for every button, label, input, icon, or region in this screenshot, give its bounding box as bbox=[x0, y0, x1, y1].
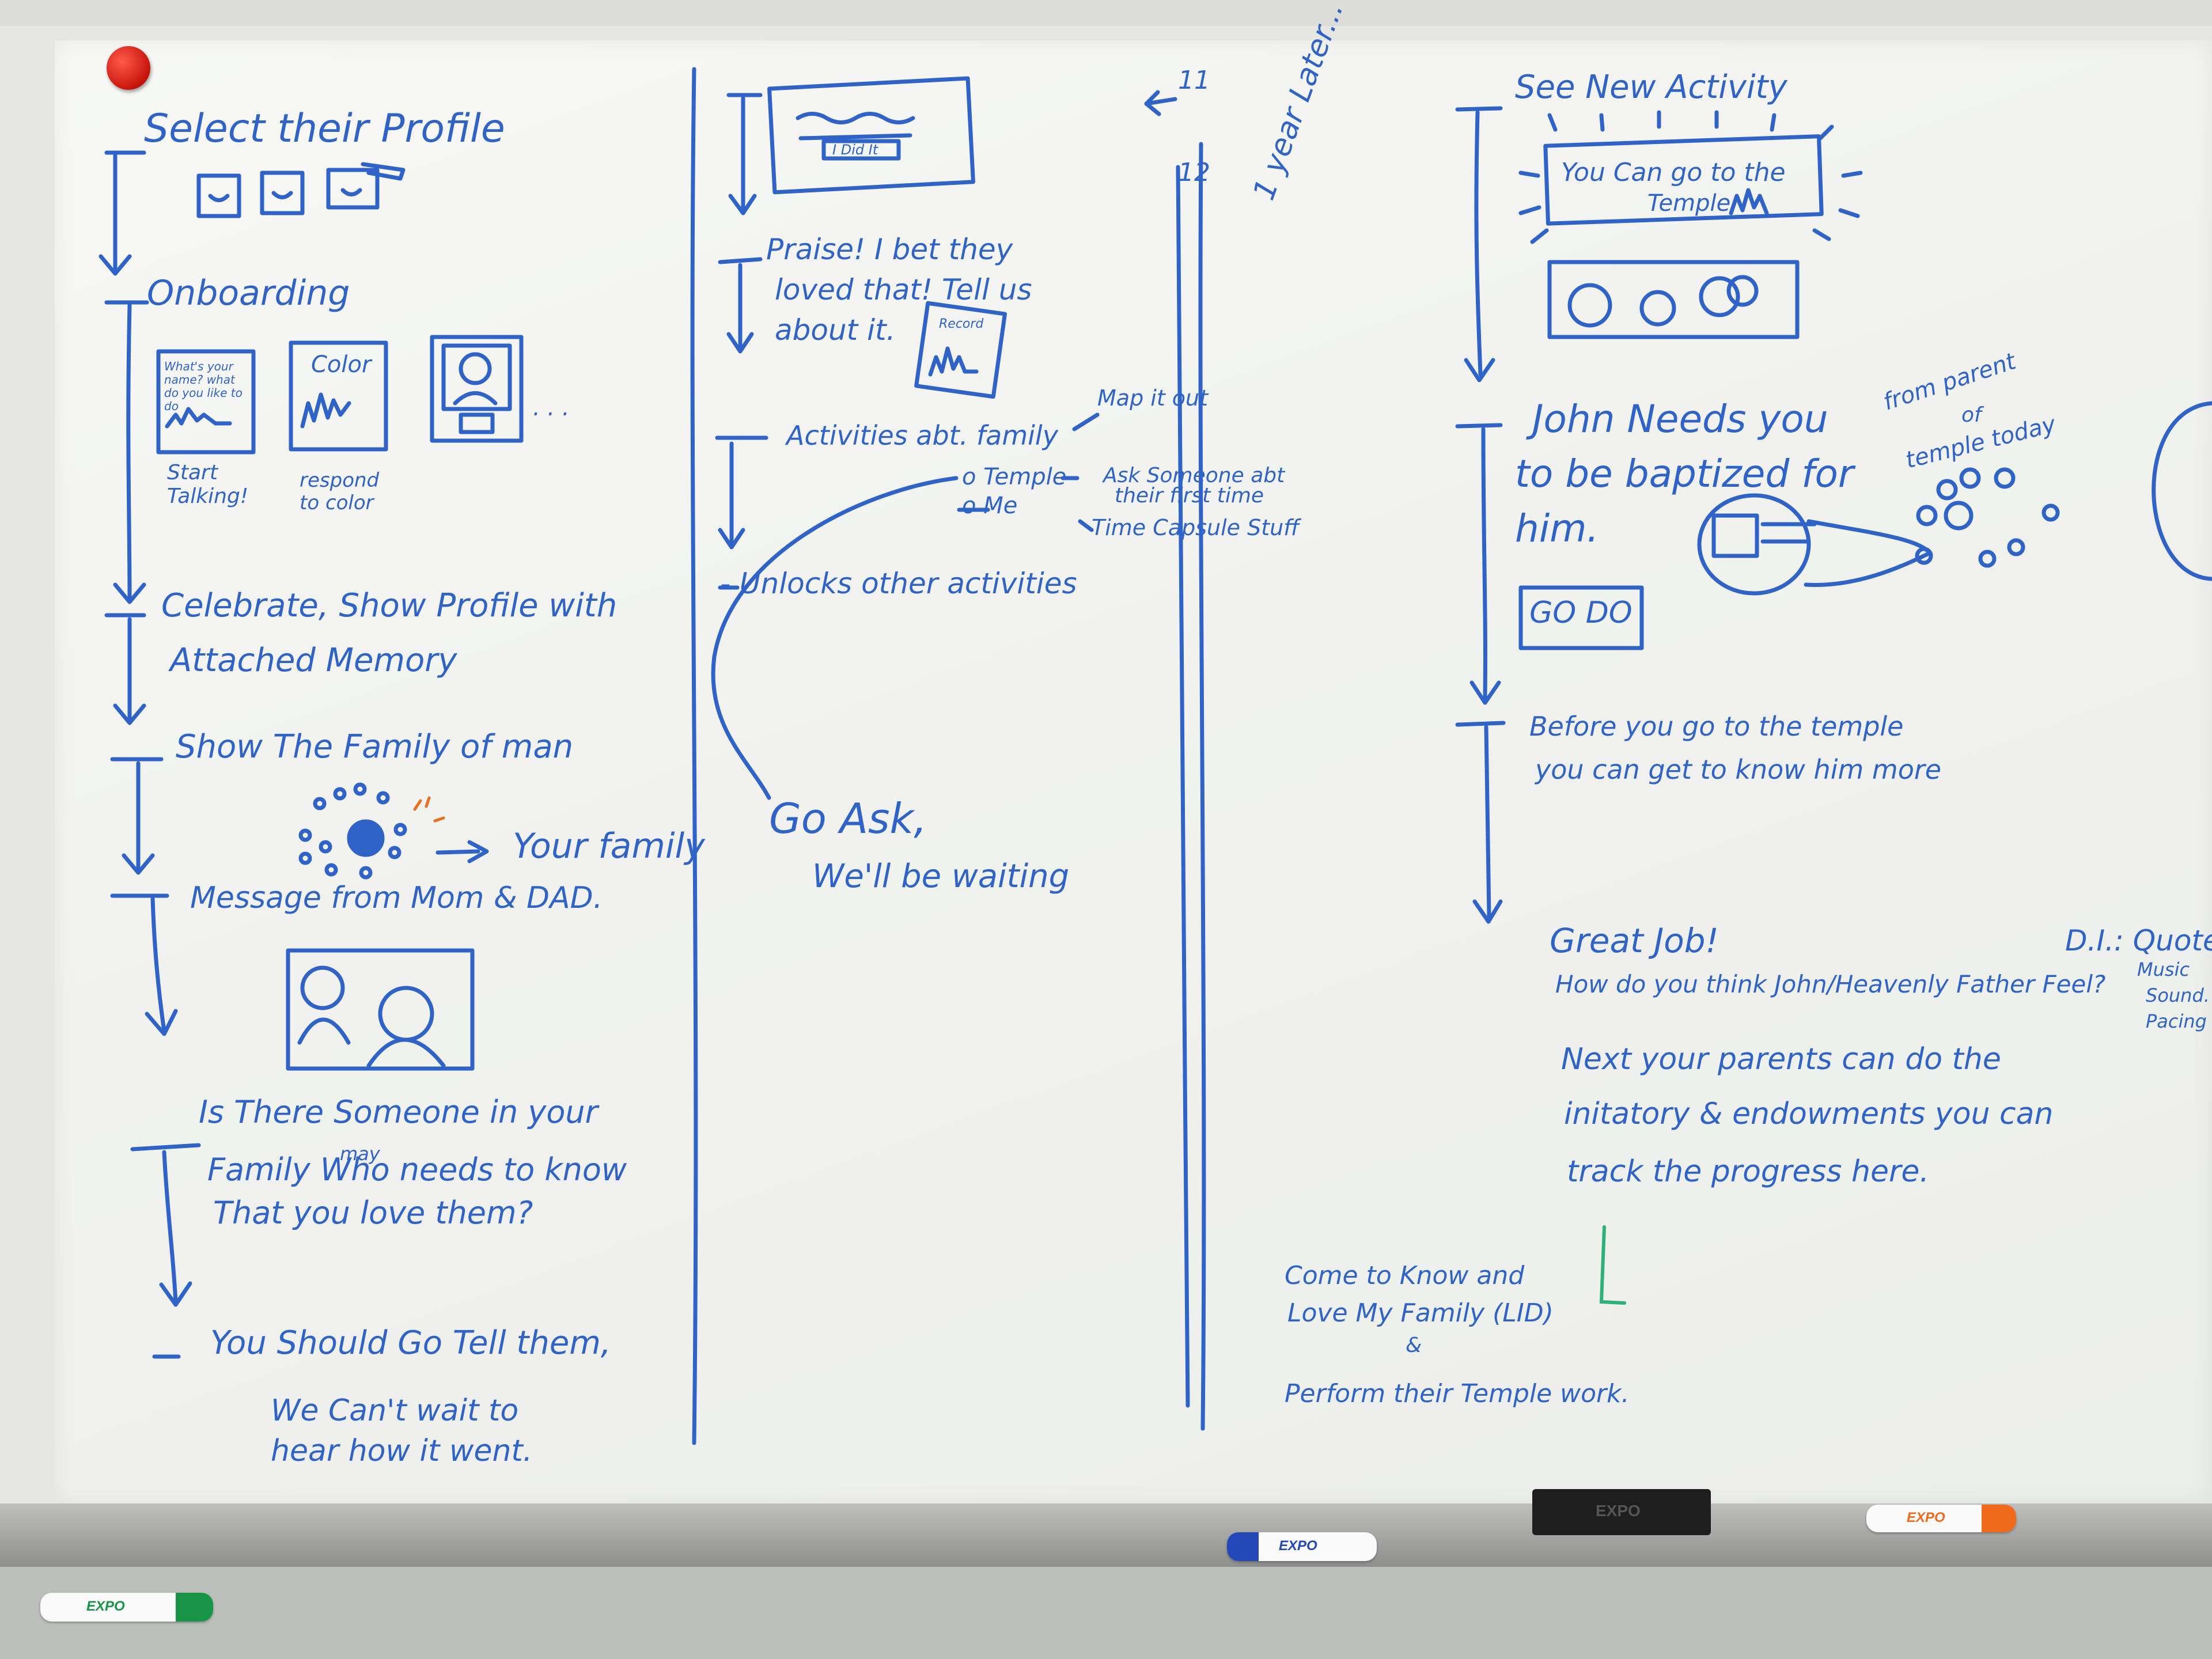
someone-line-3: That you love them? bbox=[213, 1195, 533, 1231]
go-ask: Go Ask, bbox=[769, 794, 927, 843]
red-magnet bbox=[107, 46, 150, 90]
lower-wall bbox=[0, 1567, 2212, 1659]
start-talking-label: Start Talking! bbox=[167, 461, 249, 509]
perform-temple-work: Perform their Temple work. bbox=[1285, 1379, 1630, 1408]
whiteboard-surface bbox=[55, 40, 2212, 1503]
more-cards-ellipsis: . . . bbox=[533, 395, 570, 421]
next-parents-line-3: track the progress here. bbox=[1567, 1154, 1929, 1189]
before-temple-line-1: Before you go to the temple bbox=[1529, 711, 1904, 742]
john-needs-line-3: him. bbox=[1515, 506, 1599, 551]
design-notes-line-4: Pacing bbox=[2146, 1010, 2207, 1032]
onboarding-card-1-text: What's your name? what do you like to do bbox=[164, 359, 243, 413]
family-of-man-heading: Show The Family of man bbox=[176, 728, 574, 766]
celebrate-line-2: Attached Memory bbox=[170, 642, 457, 679]
see-new-activity: See New Activity bbox=[1515, 69, 1787, 106]
green-marker[interactable]: EXPO bbox=[40, 1593, 213, 1622]
map-it-out: Map it out bbox=[1097, 385, 1209, 411]
step-label-11: 11 bbox=[1178, 66, 1210, 95]
someone-line-2: Family Who needs to know bbox=[207, 1152, 627, 1188]
design-notes-line-3: Sound. bbox=[2146, 984, 2210, 1006]
how-feel-question: How do you think John/Heavenly Father Fe… bbox=[1555, 970, 2106, 998]
john-needs-line-2: to be baptized for bbox=[1515, 452, 1854, 496]
go-do-button-sketch: GO DO bbox=[1529, 596, 1633, 630]
cant-wait-line-2: hear how it went. bbox=[271, 1434, 533, 1468]
time-capsule-stuff: Time Capsule Stuff bbox=[1092, 515, 1300, 540]
come-to-know-line-2: Love My Family (LID) bbox=[1287, 1298, 1554, 1328]
great-job: Great Job! bbox=[1550, 921, 1719, 960]
activities-about-family: Activities abt. family bbox=[786, 420, 1058, 451]
select-profile-heading: Select their Profile bbox=[144, 106, 505, 151]
blue-marker-label: EXPO bbox=[1279, 1538, 1317, 1554]
john-needs-line-1: John Needs you bbox=[1532, 397, 1828, 441]
temple-banner-line-1: You Can go to the bbox=[1561, 158, 1786, 187]
orange-marker-label: EXPO bbox=[1907, 1510, 1945, 1525]
green-marker-label: EXPO bbox=[86, 1599, 125, 1614]
i-did-it-button-sketch: I Did It bbox=[832, 142, 878, 158]
someone-may-insert: may bbox=[340, 1143, 380, 1165]
message-from-parents: Message from Mom & DAD. bbox=[190, 881, 603, 915]
eraser[interactable]: EXPO bbox=[1532, 1489, 1711, 1535]
ask-someone-line-2: their first time bbox=[1115, 484, 1264, 507]
record-sketch-label: Record bbox=[939, 317, 984, 331]
before-temple-line-2: you can get to know him more bbox=[1535, 754, 1942, 785]
design-notes-line-1: D.I.: Quote, bbox=[2065, 924, 2212, 957]
come-to-know-line-1: Come to Know and bbox=[1285, 1261, 1525, 1290]
onboarding-card-2-text: Color bbox=[311, 351, 372, 378]
ampersand: & bbox=[1406, 1334, 1422, 1357]
temple-banner-line-2: Temple bbox=[1647, 190, 1731, 217]
blue-marker[interactable]: EXPO bbox=[1227, 1532, 1377, 1561]
next-parents-line-1: Next your parents can do the bbox=[1561, 1042, 2001, 1077]
someone-line-1: Is There Someone in your bbox=[199, 1094, 598, 1130]
celebrate-line-1: Celebrate, Show Profile with bbox=[161, 587, 618, 624]
step-label-12: 12 bbox=[1178, 158, 1210, 187]
temple-option: o Temple bbox=[962, 464, 1067, 490]
blue-marker-cap bbox=[1227, 1532, 1259, 1561]
next-parents-line-2: initatory & endowments you can bbox=[1564, 1097, 2054, 1131]
me-option: o Me bbox=[962, 493, 1018, 519]
orange-marker-cap bbox=[1982, 1505, 2016, 1532]
onboarding-heading: Onboarding bbox=[147, 273, 350, 313]
praise-line-2: loved that! Tell us bbox=[775, 273, 1032, 306]
your-family-label: Your family bbox=[513, 826, 705, 866]
praise-line-3: about it. bbox=[775, 313, 896, 347]
go-tell-them: You Should Go Tell them, bbox=[210, 1324, 611, 1362]
praise-line-1: Praise! I bet they bbox=[766, 233, 1013, 266]
orange-marker[interactable]: EXPO bbox=[1866, 1505, 2016, 1532]
respond-to-color-label: respond to color bbox=[300, 469, 380, 515]
unlocks-other-activities: - Unlocks other activities bbox=[720, 567, 1077, 600]
design-notes-line-2: Music bbox=[2137, 959, 2190, 980]
ask-someone-line-1: Ask Someone abt bbox=[1103, 464, 1285, 487]
from-parent-line-2: of bbox=[1961, 403, 1982, 427]
eraser-label: EXPO bbox=[1596, 1502, 1641, 1520]
marker-tray bbox=[0, 1503, 2212, 1567]
cant-wait-line-1: We Can't wait to bbox=[271, 1393, 519, 1428]
green-marker-cap bbox=[176, 1593, 213, 1622]
well-be-waiting: We'll be waiting bbox=[812, 858, 1070, 895]
